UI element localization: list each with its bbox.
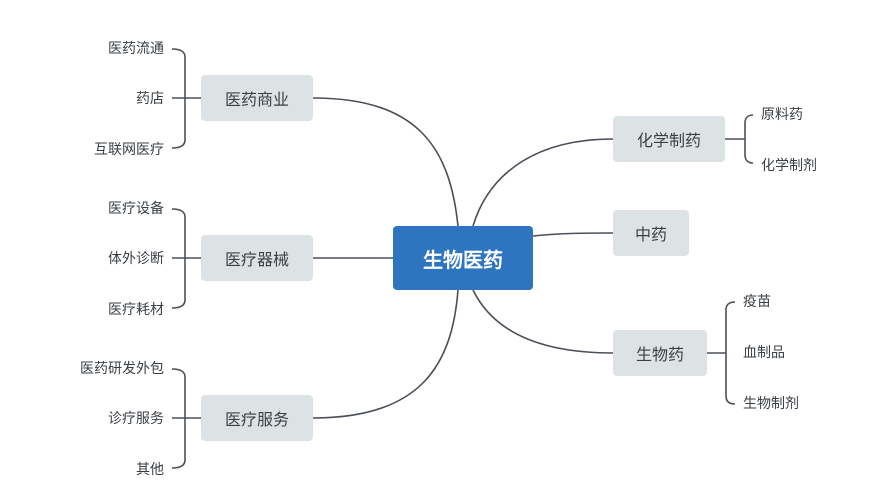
connector-root-to-chemical-pharma	[472, 138, 614, 227]
leaf-api[interactable]: 原料药	[761, 107, 803, 123]
leaf-chemical-formulation[interactable]: 化学制剂	[761, 158, 817, 174]
leaf-cro[interactable]: 医药研发外包	[80, 361, 164, 377]
branch-node-medical-services[interactable]: 医疗服务	[201, 395, 313, 441]
leaf-biological-formulation[interactable]: 生物制剂	[743, 396, 799, 412]
branch-node-tcm[interactable]: 中药	[613, 210, 689, 256]
leaf-medical-consumables[interactable]: 医疗耗材	[108, 302, 164, 318]
leaf-clinical-services[interactable]: 诊疗服务	[108, 411, 164, 427]
leaf-vaccine[interactable]: 疫苗	[743, 294, 771, 310]
branch-node-chemical-pharma[interactable]: 化学制药	[613, 116, 725, 162]
leaf-pharma-distribution[interactable]: 医药流通	[108, 41, 164, 57]
leaf-blood-products[interactable]: 血制品	[743, 345, 785, 361]
connector-biologics-brace	[725, 301, 736, 405]
connector-root-to-medical-services	[312, 289, 459, 419]
connector-root-to-tcm	[532, 232, 614, 237]
branch-node-medical-devices[interactable]: 医疗器械	[201, 235, 313, 281]
leaf-other[interactable]: 其他	[136, 462, 164, 478]
branch-node-pharma-commerce[interactable]: 医药商业	[201, 75, 313, 121]
leaf-ivd[interactable]: 体外诊断	[108, 251, 164, 267]
connector-chemical-pharma-brace	[744, 114, 754, 164]
leaf-medical-equipment[interactable]: 医疗设备	[108, 201, 164, 217]
leaf-pharmacy[interactable]: 药店	[136, 91, 164, 107]
branch-node-biologics[interactable]: 生物药	[613, 330, 707, 376]
connector-root-to-pharma-commerce	[312, 97, 459, 227]
connector-root-to-biologics	[472, 289, 614, 354]
root-node[interactable]: 生物医药	[393, 226, 533, 290]
leaf-internet-healthcare[interactable]: 互联网医疗	[94, 142, 164, 158]
